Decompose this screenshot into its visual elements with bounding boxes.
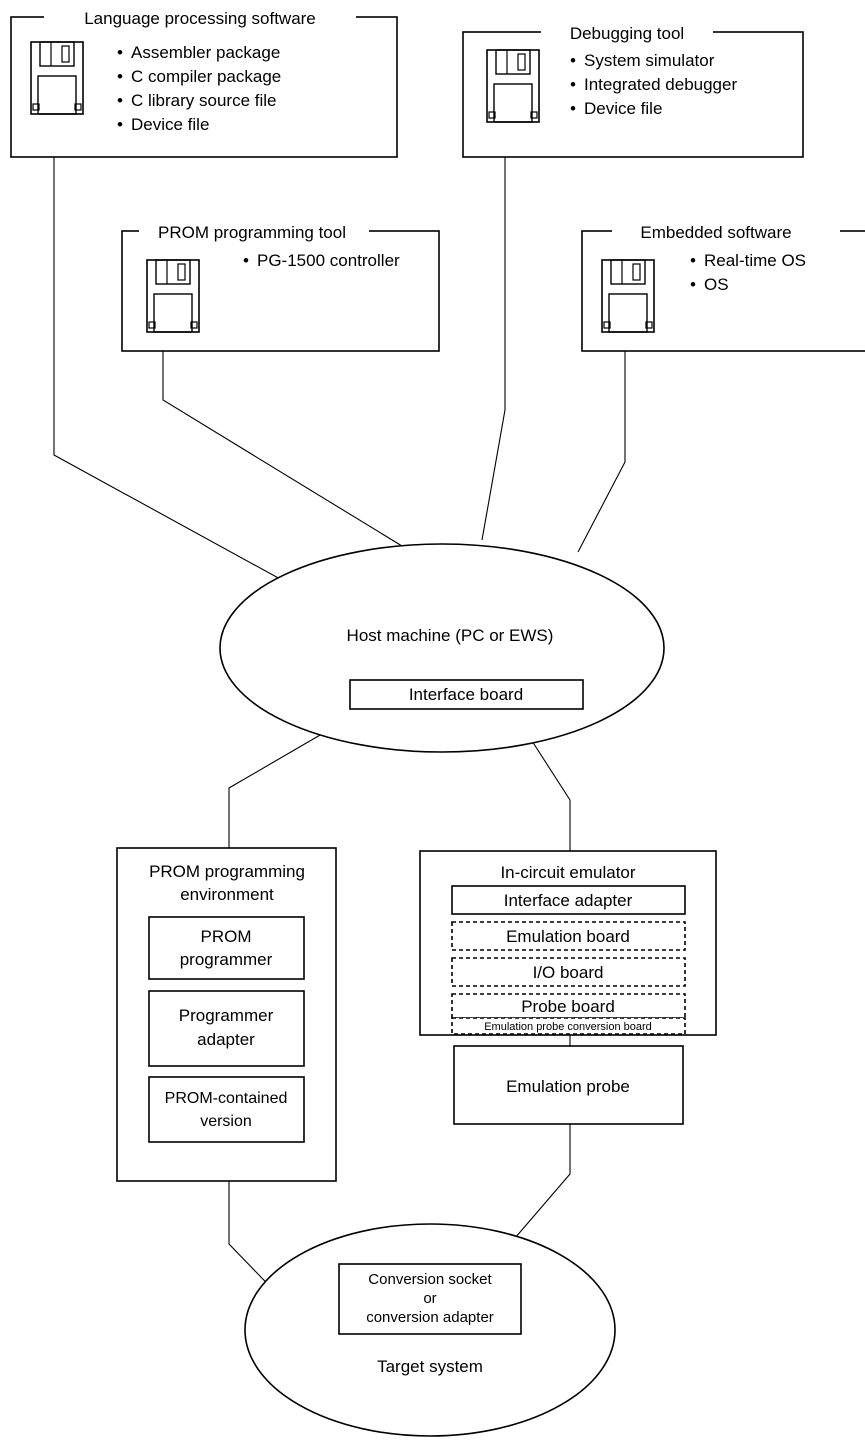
bullet-icon: • bbox=[690, 251, 696, 270]
bullet-icon: • bbox=[243, 251, 249, 270]
bullet-icon: • bbox=[570, 51, 576, 70]
debugging-item-3: Device file bbox=[584, 99, 662, 118]
debugging-tool-title: Debugging tool bbox=[570, 24, 684, 43]
bullet-icon: • bbox=[117, 115, 123, 134]
programmer-adapter-line2: adapter bbox=[197, 1030, 255, 1049]
bullet-icon: • bbox=[117, 67, 123, 86]
prom-environment-title-line1: PROM programming bbox=[149, 862, 305, 881]
interface-board-box bbox=[349, 679, 584, 710]
wire-embedded-to-host bbox=[577, 351, 626, 553]
io-board-label: I/O board bbox=[533, 963, 604, 982]
floppy-disk-icon bbox=[601, 259, 655, 333]
emulation-board-box bbox=[451, 921, 686, 951]
interface-adapter-label: Interface adapter bbox=[504, 891, 633, 910]
prom-programming-tool-group: PROM programming tool • PG-1500 controll… bbox=[121, 221, 440, 352]
prom-programmer-box bbox=[148, 916, 305, 980]
wire-host-to-emulator bbox=[531, 740, 571, 851]
wire-language-to-host bbox=[53, 157, 283, 581]
target-system-label: Target system bbox=[377, 1357, 483, 1376]
emulation-board-label: Emulation board bbox=[506, 927, 630, 946]
host-machine-ellipse bbox=[219, 543, 665, 753]
debugging-item-1: System simulator bbox=[584, 51, 715, 70]
floppy-disk-icon bbox=[146, 259, 200, 333]
conversion-board-box bbox=[451, 1017, 686, 1035]
bullet-icon: • bbox=[117, 91, 123, 110]
language-item-4: Device file bbox=[131, 115, 209, 134]
floppy-disk-icon bbox=[486, 49, 540, 123]
interface-adapter-box bbox=[451, 885, 686, 915]
wire-debugging-to-host bbox=[481, 157, 506, 541]
host-machine: Host machine (PC or EWS) Interface board bbox=[219, 543, 665, 753]
emulation-probe: Emulation probe bbox=[453, 1045, 684, 1125]
emulation-probe-box bbox=[453, 1045, 684, 1125]
interface-board-label: Interface board bbox=[409, 685, 523, 704]
io-board-box bbox=[451, 957, 686, 987]
prom-programmer-line2: programmer bbox=[180, 950, 273, 969]
bullet-icon: • bbox=[570, 99, 576, 118]
probe-board-label: Probe board bbox=[521, 997, 615, 1016]
language-processing-title: Language processing software bbox=[84, 9, 316, 28]
conversion-socket-box bbox=[338, 1263, 522, 1335]
wire-probe-to-target bbox=[514, 1124, 571, 1239]
language-item-1: Assembler package bbox=[131, 43, 280, 62]
programmer-adapter-box bbox=[148, 990, 305, 1067]
embedded-item-2: OS bbox=[704, 275, 729, 294]
prom-contained-line1: PROM-contained bbox=[165, 1090, 288, 1107]
wire-prom-tool-to-host bbox=[162, 351, 403, 547]
prom-tool-item-1: PG-1500 controller bbox=[257, 251, 400, 270]
embedded-software-group: Embedded software • Real-time OS • OS bbox=[581, 221, 865, 352]
conversion-socket-line2: or bbox=[423, 1290, 436, 1307]
language-item-2: C compiler package bbox=[131, 67, 281, 86]
prom-contained-line2: version bbox=[200, 1113, 252, 1130]
connection-lines bbox=[53, 157, 626, 1303]
prom-contained-version-box bbox=[148, 1076, 305, 1143]
conversion-board-label: Emulation probe conversion board bbox=[484, 1021, 652, 1033]
in-circuit-emulator: In-circuit emulator Interface adapter Em… bbox=[419, 850, 717, 1036]
embedded-item-1: Real-time OS bbox=[704, 251, 806, 270]
bullet-icon: • bbox=[690, 275, 696, 294]
host-machine-label: Host machine (PC or EWS) bbox=[347, 626, 554, 645]
bullet-icon: • bbox=[117, 43, 123, 62]
bullet-icon: • bbox=[570, 75, 576, 94]
debugging-item-2: Integrated debugger bbox=[584, 75, 737, 94]
embedded-software-title: Embedded software bbox=[640, 223, 791, 242]
target-system: Conversion socket or conversion adapter … bbox=[244, 1223, 616, 1437]
probe-board-box bbox=[451, 993, 686, 1019]
debugging-tool-group: Debugging tool • System simulator • Inte… bbox=[462, 22, 804, 158]
language-processing-software-group: Language processing software • Assembler… bbox=[10, 7, 398, 158]
prom-programming-tool-title: PROM programming tool bbox=[158, 223, 346, 242]
wire-host-to-prom-env bbox=[228, 730, 328, 848]
prom-programmer-line1: PROM bbox=[201, 927, 252, 946]
prom-environment-title-line2: environment bbox=[180, 885, 274, 904]
emulator-title: In-circuit emulator bbox=[500, 863, 635, 882]
floppy-disk-icon bbox=[30, 41, 84, 115]
conversion-socket-line3: conversion adapter bbox=[366, 1309, 494, 1326]
conversion-socket-line1: Conversion socket bbox=[368, 1271, 492, 1288]
programmer-adapter-line1: Programmer bbox=[179, 1006, 274, 1025]
language-item-3: C library source file bbox=[131, 91, 277, 110]
prom-programming-environment: PROM programming environment PROM progra… bbox=[116, 847, 337, 1182]
emulation-probe-label: Emulation probe bbox=[506, 1077, 630, 1096]
